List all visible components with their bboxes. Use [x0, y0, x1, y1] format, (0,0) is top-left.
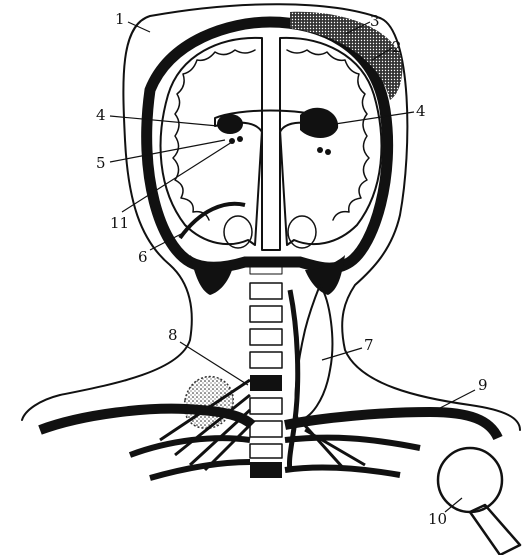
nerve-strands [159, 378, 252, 472]
vertebra [249, 305, 283, 323]
ventricle-dot [325, 149, 331, 155]
callout-8: 8 [168, 326, 178, 344]
cortex-gyri-right [286, 49, 370, 221]
callout-5: 5 [96, 154, 106, 172]
ventricle-left [217, 114, 243, 134]
humerus-shaft [468, 503, 522, 555]
rib-left [149, 459, 251, 481]
ventricle-dot [317, 147, 323, 153]
leader-lines [109, 21, 476, 513]
brain-right-hemisphere [279, 36, 383, 246]
ventricle-right [300, 107, 339, 138]
ventricle-dot [237, 136, 243, 142]
skull [141, 16, 394, 274]
nerve-strands-right [298, 418, 366, 472]
vertebra [249, 351, 283, 369]
corpus-callosum [214, 109, 329, 251]
tentorium [178, 201, 246, 240]
vertebra [249, 420, 283, 438]
humeral-head [436, 446, 504, 514]
callout-11: 11 [110, 214, 129, 232]
neck-mass [294, 284, 334, 421]
callout-7: 7 [364, 336, 374, 354]
vertebra [249, 261, 283, 275]
cerebellum-right [287, 215, 317, 249]
vertebra [249, 282, 283, 300]
brain-left-hemisphere [159, 36, 263, 246]
cerebellum-left [223, 215, 253, 249]
rib-left [128, 435, 251, 458]
callout-6: 6 [138, 248, 148, 266]
clavicle-right [284, 406, 503, 441]
callout-2: 2 [392, 38, 402, 56]
callout-1: 1 [115, 10, 125, 28]
head-outline [21, 3, 521, 431]
vertebra [250, 375, 282, 391]
neck-vessel [287, 289, 301, 471]
callout-10: 10 [428, 510, 447, 528]
callout-3: 3 [370, 12, 380, 30]
cortex-gyri-left [172, 49, 256, 221]
rib-right [284, 434, 421, 451]
rib-right [284, 464, 401, 478]
callout-4-left: 4 [96, 106, 106, 124]
callout-9: 9 [478, 376, 488, 394]
skull-base-right [305, 255, 345, 295]
clavicle-left [38, 403, 256, 435]
callout-4-right: 4 [416, 102, 426, 120]
vertebra [249, 397, 283, 415]
scalp-lesion [290, 11, 403, 100]
vertebra [249, 328, 283, 346]
skull-base-left [190, 255, 232, 295]
vertebra [249, 443, 283, 459]
vertebra [250, 462, 282, 478]
